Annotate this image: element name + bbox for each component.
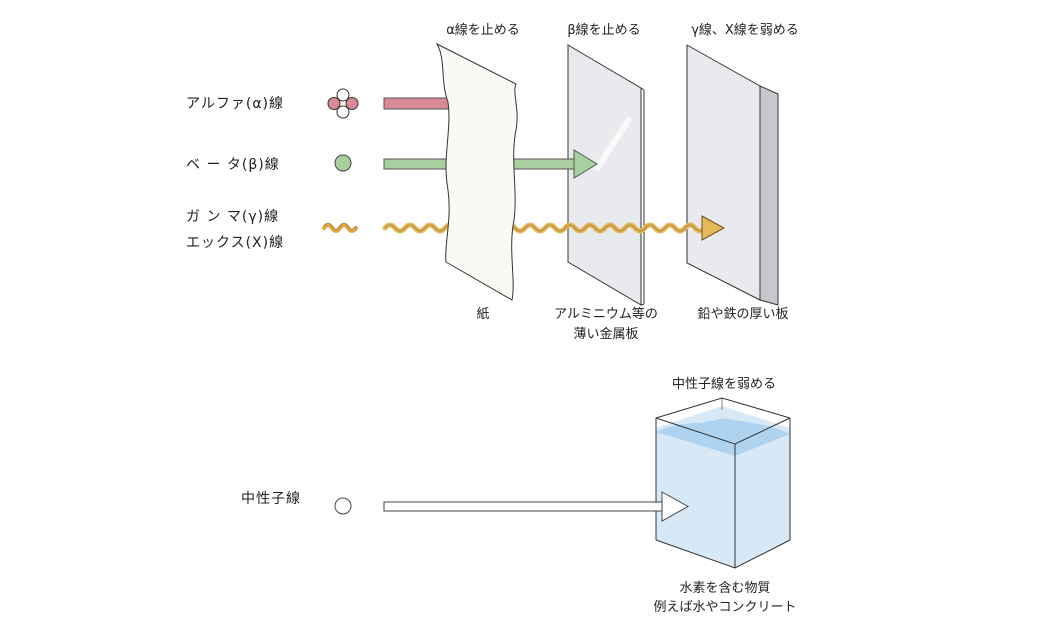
ray-label-beta: ベ ー タ(β)線 <box>186 157 280 173</box>
material-water-line2: 例えば水やコンクリート <box>653 600 796 615</box>
label-weaken-gamma: γ線、X線を弱める <box>691 22 799 38</box>
ray-label-xray: エックス(X)線 <box>186 235 284 251</box>
ray-label-alpha: アルファ(α)線 <box>186 96 284 112</box>
gamma-wave-icon <box>322 222 358 233</box>
label-stop-alpha: α線を止める <box>446 22 520 38</box>
gamma-ray-arrow <box>382 215 726 241</box>
label-weaken-neutron: 中性子線を弱める <box>672 376 776 392</box>
paper-sheet <box>435 42 518 301</box>
beta-particle-icon <box>334 154 352 172</box>
ray-label-gamma: ガ ン マ(γ)線 <box>186 209 279 225</box>
material-water-line1: 水素を含む物質 <box>679 580 770 596</box>
aluminum-plate <box>567 44 645 306</box>
water-tank <box>655 397 791 569</box>
material-aluminum-line1: アルミニウム等の <box>554 306 658 322</box>
alpha-particle-icon <box>327 88 359 119</box>
material-aluminum-line2: 薄い金属板 <box>573 326 638 342</box>
neutron-particle-icon <box>334 497 352 515</box>
ray-label-neutron: 中性子線 <box>241 491 301 507</box>
material-lead: 鉛や鉄の厚い板 <box>697 307 788 322</box>
neutron-ray-arrow <box>383 491 690 522</box>
lead-plate <box>686 44 779 306</box>
label-stop-beta: β線を止める <box>567 22 640 38</box>
material-paper: 紙 <box>476 307 489 322</box>
